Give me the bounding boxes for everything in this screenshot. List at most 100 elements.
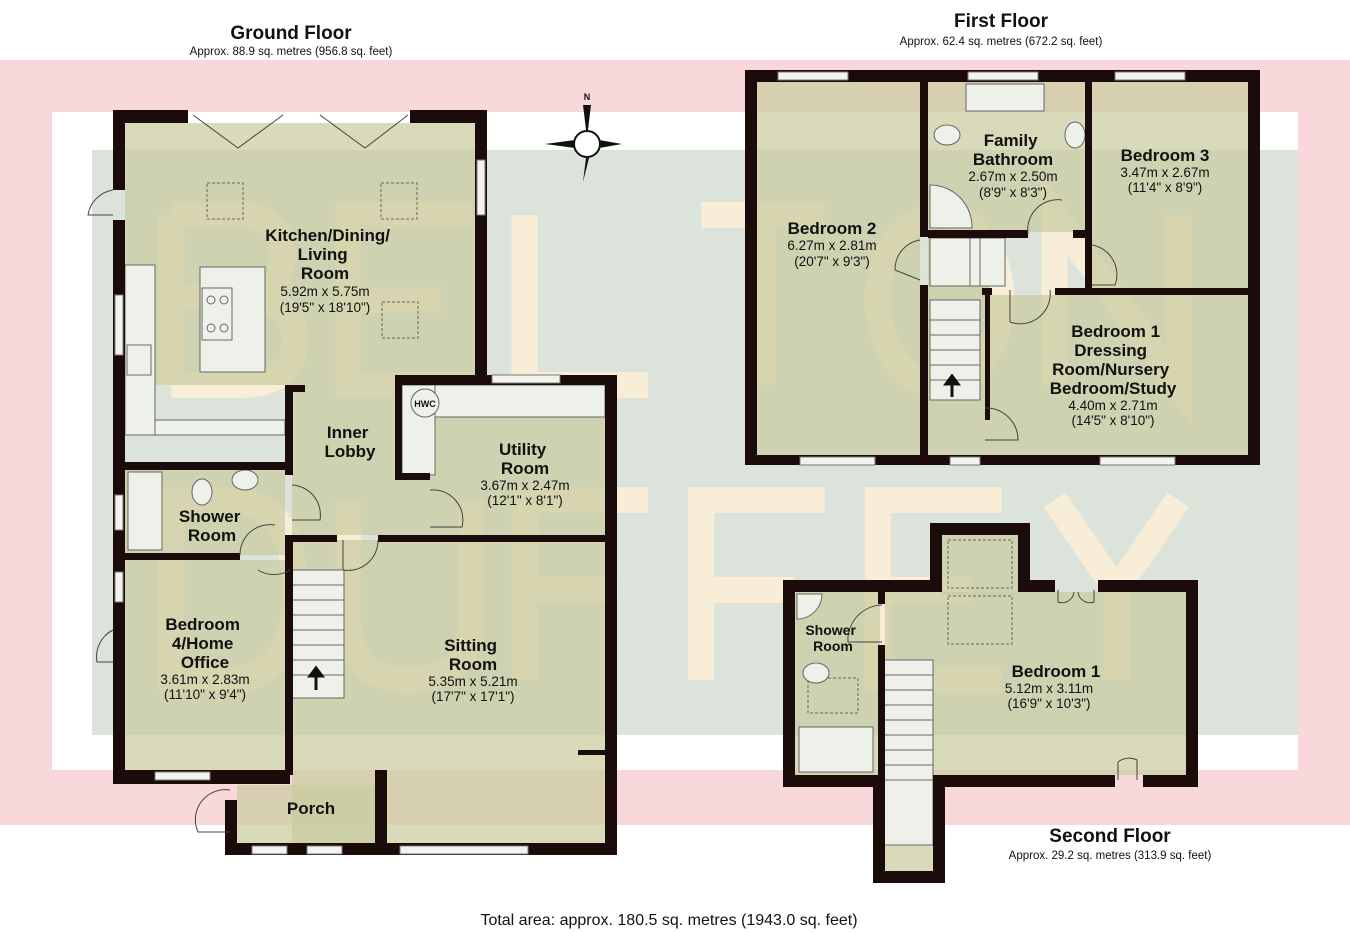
shower-tray-icon [127,471,163,551]
skylight [947,539,1013,589]
room-label-utility: Utility Room [499,440,551,478]
bathroom-metric: 2.67m x 2.50m [968,169,1057,184]
first-floor-title: First Floor [954,11,1049,32]
door[interactable] [984,407,1019,441]
room-label-kitchen: Kitchen/Dining/ Living Room [265,226,394,283]
utility-imperial: (12'1" x 8'1") [487,493,563,508]
bedroom2-fill [757,82,920,455]
first-floor-area: Approx. 62.4 sq. metres (672.2 sq. feet) [900,36,1103,48]
window [777,71,849,81]
window [1114,71,1186,81]
bedroom3-metric: 3.47m x 2.67m [1120,165,1209,180]
porch-fill [237,785,375,843]
toilet-icon [802,662,830,684]
door[interactable] [1027,199,1063,235]
door[interactable] [1009,289,1051,325]
window [306,845,343,855]
window [1099,456,1176,466]
ground-floor-title: Ground Floor [230,23,352,44]
door[interactable] [87,189,114,216]
door[interactable] [257,569,291,576]
door[interactable] [291,484,321,521]
window [491,374,561,384]
staircase [291,569,345,699]
window [967,71,1039,81]
door[interactable] [429,489,464,528]
second-floor-title: Second Floor [1049,826,1171,847]
bedroom3-fill [1092,82,1248,288]
utility-worktop [434,384,606,418]
door[interactable] [1117,757,1138,780]
bedroom1-fill [885,592,1187,775]
kitchen-fill [125,123,475,385]
bedroom1-dressing-fill [990,295,1248,455]
room-label-inner-lobby: Inner Lobby [325,423,377,461]
sitting-metric: 5.35m x 5.21m [428,674,517,689]
stair-arrow-up-icon [943,373,961,397]
window [476,159,486,216]
room-label-bedroom3: Bedroom 3 [1121,146,1210,165]
room-label-shower-room: Shower Room [179,507,245,545]
hob-icon [201,287,233,341]
door[interactable] [847,604,883,643]
kitchen-metric: 5.92m x 5.75m [280,284,369,299]
landing-stairs-top [929,237,1006,287]
room-label-family-bathroom: Family Bathroom [973,131,1053,169]
basin-icon [231,469,259,491]
room-label-bedroom1-dressing: Bedroom 1 Dressing Room/Nursery Bedroom/… [1050,322,1177,398]
watermark-letter-f [688,487,825,680]
bifold-doors[interactable] [192,114,409,149]
skylight [380,182,418,220]
dormer-fill [942,535,1018,595]
room-label-bedroom4: Bedroom 4/Home Office [165,615,244,672]
bedroom2-imperial: (20'7" x 9'3") [794,254,870,269]
basin-icon [1064,121,1086,149]
door[interactable] [342,539,379,571]
window [114,494,124,531]
first-floor-plan: First Floor Approx. 62.4 sq. metres (672… [745,11,1260,466]
bedroom3-imperial: (11'4" x 8'9") [1128,180,1203,195]
second-floor-area: Approx. 29.2 sq. metres (313.9 sq. feet) [1009,850,1212,862]
bedroom1-dressing-metric: 4.40m x 2.71m [1068,398,1157,413]
window [154,771,211,781]
toilet-icon [933,124,961,146]
window [114,571,124,603]
bedroom1-2f-imperial: (16'9" x 10'3") [1007,696,1090,711]
skylight [807,677,859,714]
inner-lobby-fill [292,385,402,535]
bedroom4-fill [125,560,285,770]
door[interactable] [1091,244,1118,286]
door[interactable] [239,524,276,556]
skylight [381,301,419,339]
kitchen-worktop-bottom [154,419,286,436]
bedroom4-imperial: (11'10" x 9'4") [164,687,246,702]
door[interactable] [894,239,921,281]
window [949,456,981,466]
shower-tray-icon [798,726,874,773]
window [799,456,876,466]
sitting-imperial: (17'7" x 17'1") [431,689,514,704]
room-label-porch: Porch [287,799,335,818]
bedroom1-dressing-imperial: (14'5" x 8'10") [1071,413,1154,428]
basin-icon [796,593,823,620]
room-label-bedroom2: Bedroom 2 [788,219,877,238]
corner-shower-icon [929,184,973,229]
skylight [206,182,244,220]
skylight [947,595,1013,645]
total-area: Total area: approx. 180.5 sq. metres (19… [480,912,857,929]
toilet-icon [191,478,213,506]
bathroom-imperial: (8'9" x 8'3") [979,185,1047,200]
hwc-cylinder-icon [410,388,440,418]
window [251,845,288,855]
room-label-bedroom1-2f: Bedroom 1 [1012,662,1101,681]
compass-label: N [584,92,591,102]
bedroom4-metric: 3.61m x 2.83m [160,672,249,687]
ground-floor-plan: HWC [87,23,622,855]
ground-floor-area: Approx. 88.9 sq. metres (956.8 sq. feet) [190,46,393,58]
door[interactable] [96,629,114,663]
cupboard-doors[interactable] [1057,590,1095,604]
second-floor-plan: Shower Room Bedroom 1 5.12m x 3.11m (16'… [783,523,1211,883]
bath-icon [965,83,1045,112]
door[interactable] [194,789,231,833]
